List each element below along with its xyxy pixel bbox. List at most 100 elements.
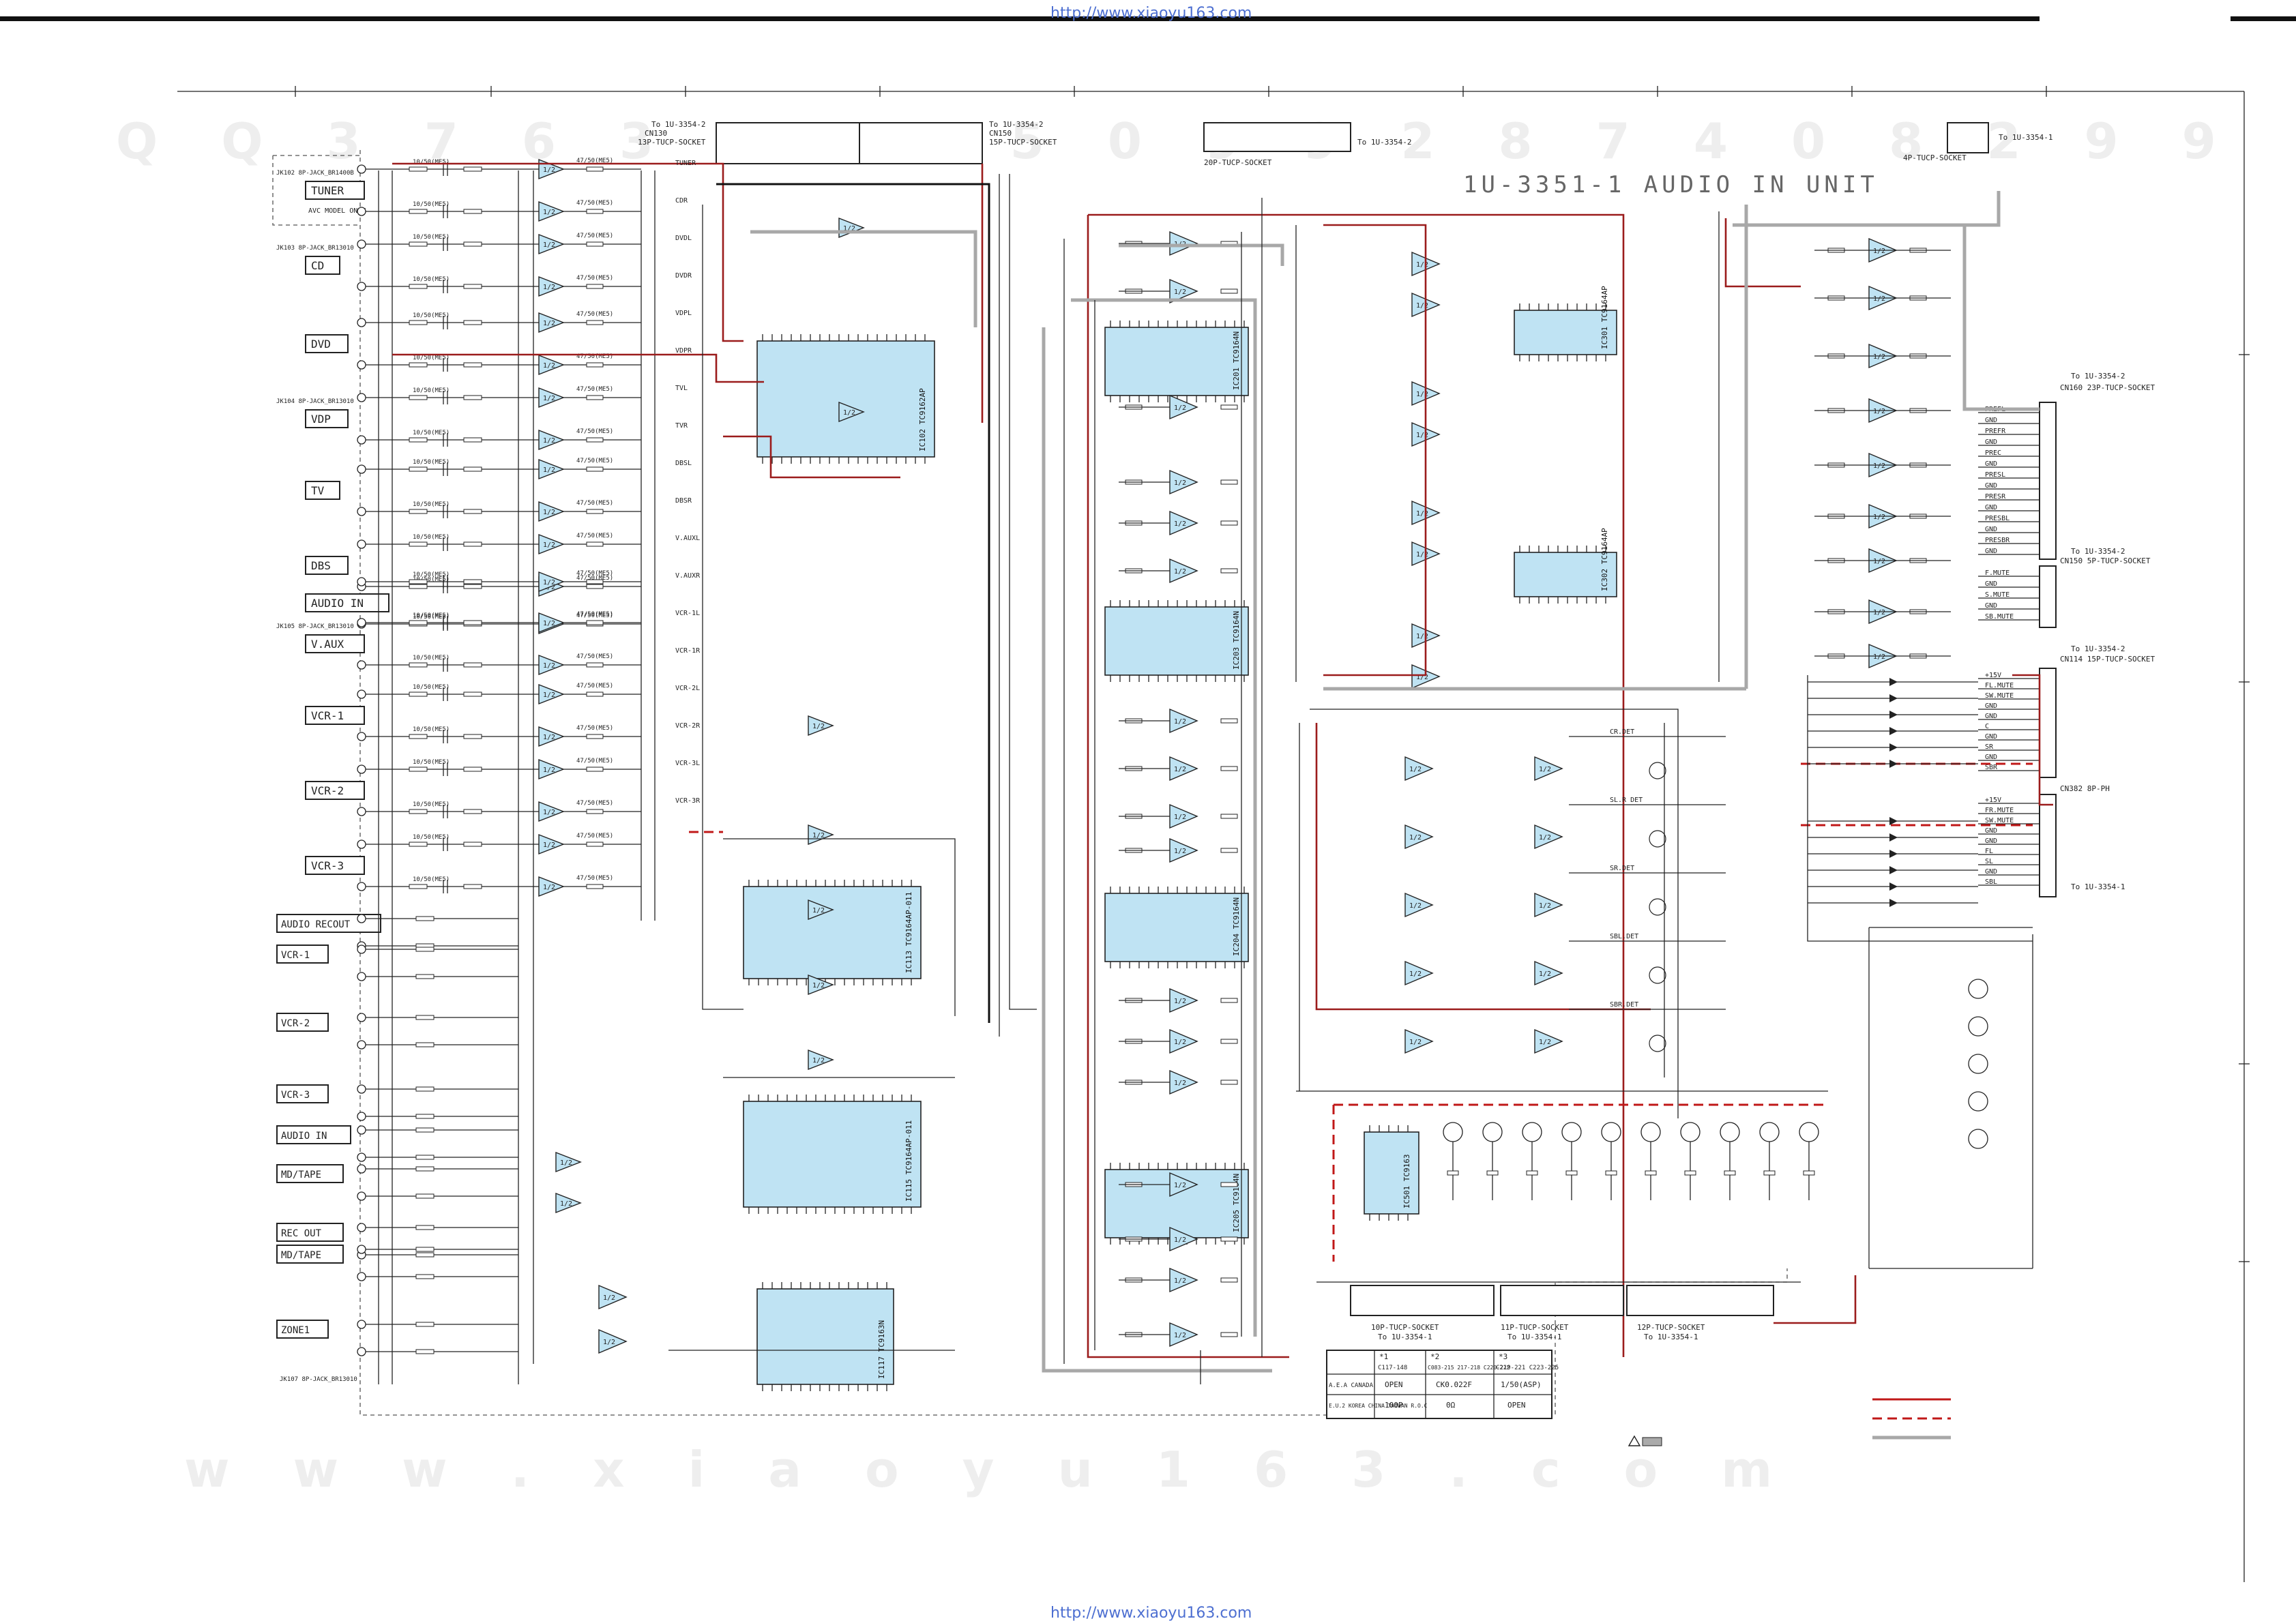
input-vcr-2: VCR-210/50(ME5)1/247/50(ME5)10/50(ME5)1/… [305, 758, 641, 822]
signal-label: VCR-3R [675, 797, 701, 805]
buffer-opamp [538, 312, 565, 333]
resistor [409, 584, 428, 589]
resistor [586, 284, 604, 289]
input-label-box [305, 256, 340, 275]
resistor [1220, 568, 1238, 574]
input-label: VCR-2 [311, 784, 344, 797]
input-label-box [305, 856, 365, 875]
jack-terminal [357, 1223, 366, 1232]
jack-terminal [357, 1245, 366, 1254]
opamp-label: 1/2 [1873, 248, 1885, 255]
pin-label: PRESR [1985, 493, 2006, 501]
resistor [415, 1127, 435, 1133]
signal-label: TVL [675, 385, 688, 392]
transistor [1649, 898, 1666, 916]
resistor [409, 509, 428, 514]
jack-terminal [357, 1112, 366, 1121]
signal-label: VCR-2R [675, 722, 701, 730]
output-label: REC OUT [281, 1228, 322, 1239]
url-top: http://www.xiaoyu163.com [1050, 5, 1252, 22]
cap-value: 10/50(ME5) [413, 387, 450, 394]
svg-text:To 1U-3354-2: To 1U-3354-2 [989, 120, 1043, 129]
tape-opamp [555, 1192, 582, 1214]
resistor [463, 437, 482, 443]
opamp-label: 1/2 [1539, 902, 1551, 910]
opamp-label: 1/2 [1174, 814, 1186, 821]
watermark-top: Q Q 3 7 6 3 1 5 1 5 0 9 9 2 8 7 4 0 8 2 … [116, 113, 2239, 170]
cap-value: 10/50(ME5) [413, 684, 450, 691]
cap-value: 47/50(ME5) [576, 611, 613, 618]
resistor [1724, 1170, 1736, 1176]
signal-label: TVR [675, 422, 688, 430]
resistor [463, 284, 482, 289]
opamp-label: 1/2 [1174, 288, 1186, 296]
signal-label: DVDL [675, 235, 692, 242]
opamp-label: 1/2 [812, 1057, 825, 1065]
ic-body [1514, 310, 1617, 355]
resistor [415, 1252, 435, 1258]
input-label: DVD [311, 338, 331, 351]
ic-body [1104, 893, 1249, 962]
cap-value: 47/50(ME5) [576, 570, 613, 577]
cap-value: 10/50(ME5) [413, 459, 450, 466]
buffer-opamp [538, 654, 565, 676]
resistor [463, 734, 482, 739]
output-label-box [276, 1013, 329, 1032]
output-label: ZONE1 [281, 1325, 310, 1336]
transistor [1522, 1122, 1542, 1142]
signal-label: DBSR [675, 497, 692, 505]
jack-terminal [357, 618, 366, 627]
resistor [463, 842, 482, 847]
detector-opamp [1404, 960, 1434, 986]
output-label: MD/TAPE [281, 1250, 321, 1261]
resistor [1684, 1170, 1696, 1176]
pin-label: GND [1985, 602, 1997, 610]
pin-label: S.MUTE [1985, 591, 2010, 599]
ic-label: IC204 TC9164N [1232, 897, 1241, 956]
input-label-box [305, 334, 349, 353]
jack-terminal [357, 282, 366, 291]
resistor [463, 466, 482, 472]
resistor [586, 662, 604, 668]
pin-label: GND [1985, 713, 1997, 720]
resistor [409, 767, 428, 772]
resistor [409, 466, 428, 472]
transistor-array [1443, 678, 1988, 1200]
tuner-outline [272, 155, 360, 226]
detect-label: SR.DET [1610, 865, 1634, 872]
cap-value: 10/50(ME5) [413, 430, 450, 436]
opamp-label: 1/2 [543, 241, 555, 249]
table-r1c3: 1/50(ASP) [1501, 1380, 1542, 1389]
resistor [1447, 1170, 1459, 1176]
opamp-label: 1/2 [543, 395, 555, 402]
buffer-opamp [538, 612, 565, 634]
resistor [463, 395, 482, 400]
output-label-box [276, 1084, 329, 1103]
cap-value: 47/50(ME5) [576, 500, 613, 507]
opamp-label: 1/2 [543, 541, 555, 549]
detector-opamp [1404, 756, 1434, 782]
resistor [409, 884, 428, 889]
svg-text:To 1U-3354-2: To 1U-3354-2 [2071, 372, 2125, 381]
resistor [415, 1274, 435, 1279]
resistor [463, 509, 482, 514]
table-r1c1: OPEN [1385, 1380, 1403, 1389]
resistor [1220, 1182, 1238, 1187]
resistor [586, 734, 604, 739]
svg-text:To 1U-3354-1: To 1U-3354-1 [2071, 882, 2125, 891]
transistor [1649, 1035, 1666, 1052]
output-1: VCR-1 [276, 945, 518, 981]
jack-terminal [357, 972, 366, 981]
signal-label: VDPL [675, 310, 692, 317]
pin-label: GND [1985, 702, 1997, 710]
resistor [415, 1114, 435, 1119]
resistor [1486, 1170, 1499, 1176]
resistor [1605, 1170, 1617, 1176]
opamp-label: 1/2 [1416, 261, 1428, 269]
svg-text:CN160 23P-TUCP-SOCKET: CN160 23P-TUCP-SOCKET [2060, 383, 2155, 392]
input-label: VCR-3 [311, 859, 344, 872]
resistor [586, 579, 604, 584]
